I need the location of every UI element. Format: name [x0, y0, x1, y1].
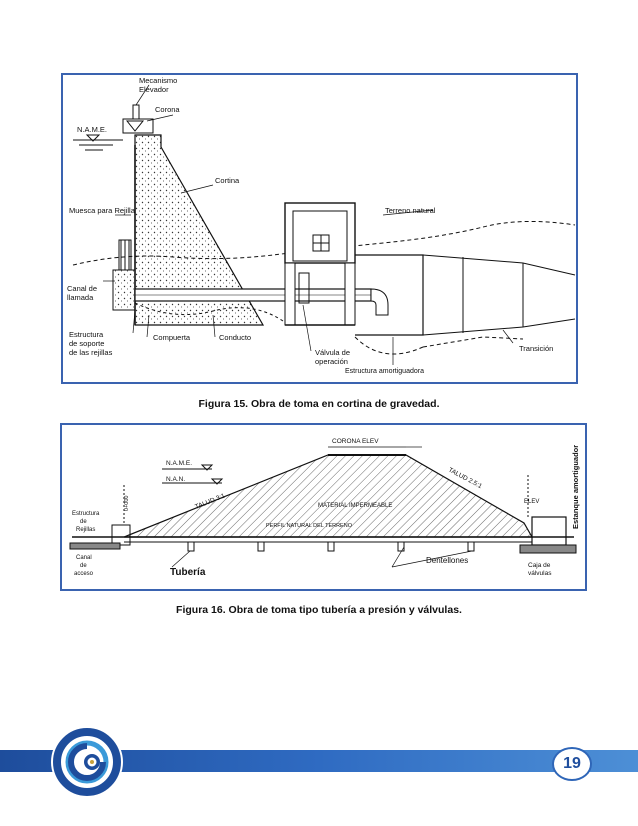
label-compuerta: Compuerta: [153, 333, 191, 342]
label-caja-2: válvulas: [528, 570, 552, 577]
label-canal-16-1: Canal: [76, 555, 92, 561]
label-transicion: Transición: [519, 344, 553, 353]
label-estructura-3: de las rejillas: [69, 348, 113, 357]
label-canal-16-2: de: [80, 563, 87, 569]
label-nan: N.A.N.: [166, 476, 185, 483]
figure-16-drawing: CORONA ELEV N.A.M.E. N.A.N. TALUD 3:1 TA…: [69, 438, 580, 578]
label-estanque: Estanque amortiguador: [571, 445, 580, 529]
label-valvula-2: operación: [315, 357, 348, 366]
label-muesca: Muesca para Rejilla: [69, 206, 136, 215]
label-corona: Corona: [155, 105, 180, 114]
label-name: N.A.M.E.: [77, 125, 107, 134]
label-cortina: Cortina: [215, 176, 240, 185]
figure-15-caption: Figura 15. Obra de toma en cortina de gr…: [198, 398, 440, 410]
label-conducto: Conducto: [219, 333, 251, 342]
label-name-16: N.A.M.E.: [166, 460, 192, 467]
label-valvula-1: Válvula de: [315, 348, 350, 357]
figure-15-frame: Mecanismo Elevador Corona N.A.M.E. Corti…: [61, 73, 578, 384]
label-dentellones: Dentellones: [426, 556, 468, 565]
label-estructura-2: de soporte: [69, 339, 104, 348]
label-estructura-1: Estructura: [69, 330, 104, 339]
label-canal-1: Canal de: [67, 284, 97, 293]
figure-16-frame: CORONA ELEV N.A.M.E. N.A.N. TALUD 3:1 TA…: [60, 423, 587, 591]
label-elevador: Elevador: [139, 85, 169, 94]
label-caja-1: Caja de: [528, 562, 551, 569]
footer-bar: [0, 750, 638, 772]
label-perfil: PERFIL NATURAL DEL TERRENO: [266, 523, 353, 529]
label-material: MATERIAL IMPERMEABLE: [318, 503, 392, 509]
label-canal-2: llamada: [67, 293, 94, 302]
label-terreno: Terreno natural: [385, 206, 436, 215]
label-estructura-16-3: Rejillas: [76, 527, 95, 533]
label-elev: ELEV: [524, 499, 539, 505]
label-tuberia: Tubería: [170, 567, 206, 578]
label-corona-elev: CORONA ELEV: [332, 438, 379, 445]
label-estructura-16-1: Estructura: [72, 511, 100, 517]
page-number: 19: [552, 747, 592, 781]
label-mecanismo: Mecanismo: [139, 76, 177, 85]
figure-16-caption: Figura 16. Obra de toma tipo tubería a p…: [176, 604, 462, 616]
label-estructura-16-2: de: [80, 519, 87, 525]
valve-house: [284, 202, 356, 264]
label-estructura-amortiguadora: Estructura amortiguadora: [345, 368, 424, 375]
figure-15-drawing: Mecanismo Elevador Corona N.A.M.E. Corti…: [67, 76, 576, 375]
label-0000: 0+000: [124, 496, 130, 511]
institution-logo: [51, 726, 123, 798]
label-canal-16-3: acceso: [74, 571, 94, 577]
